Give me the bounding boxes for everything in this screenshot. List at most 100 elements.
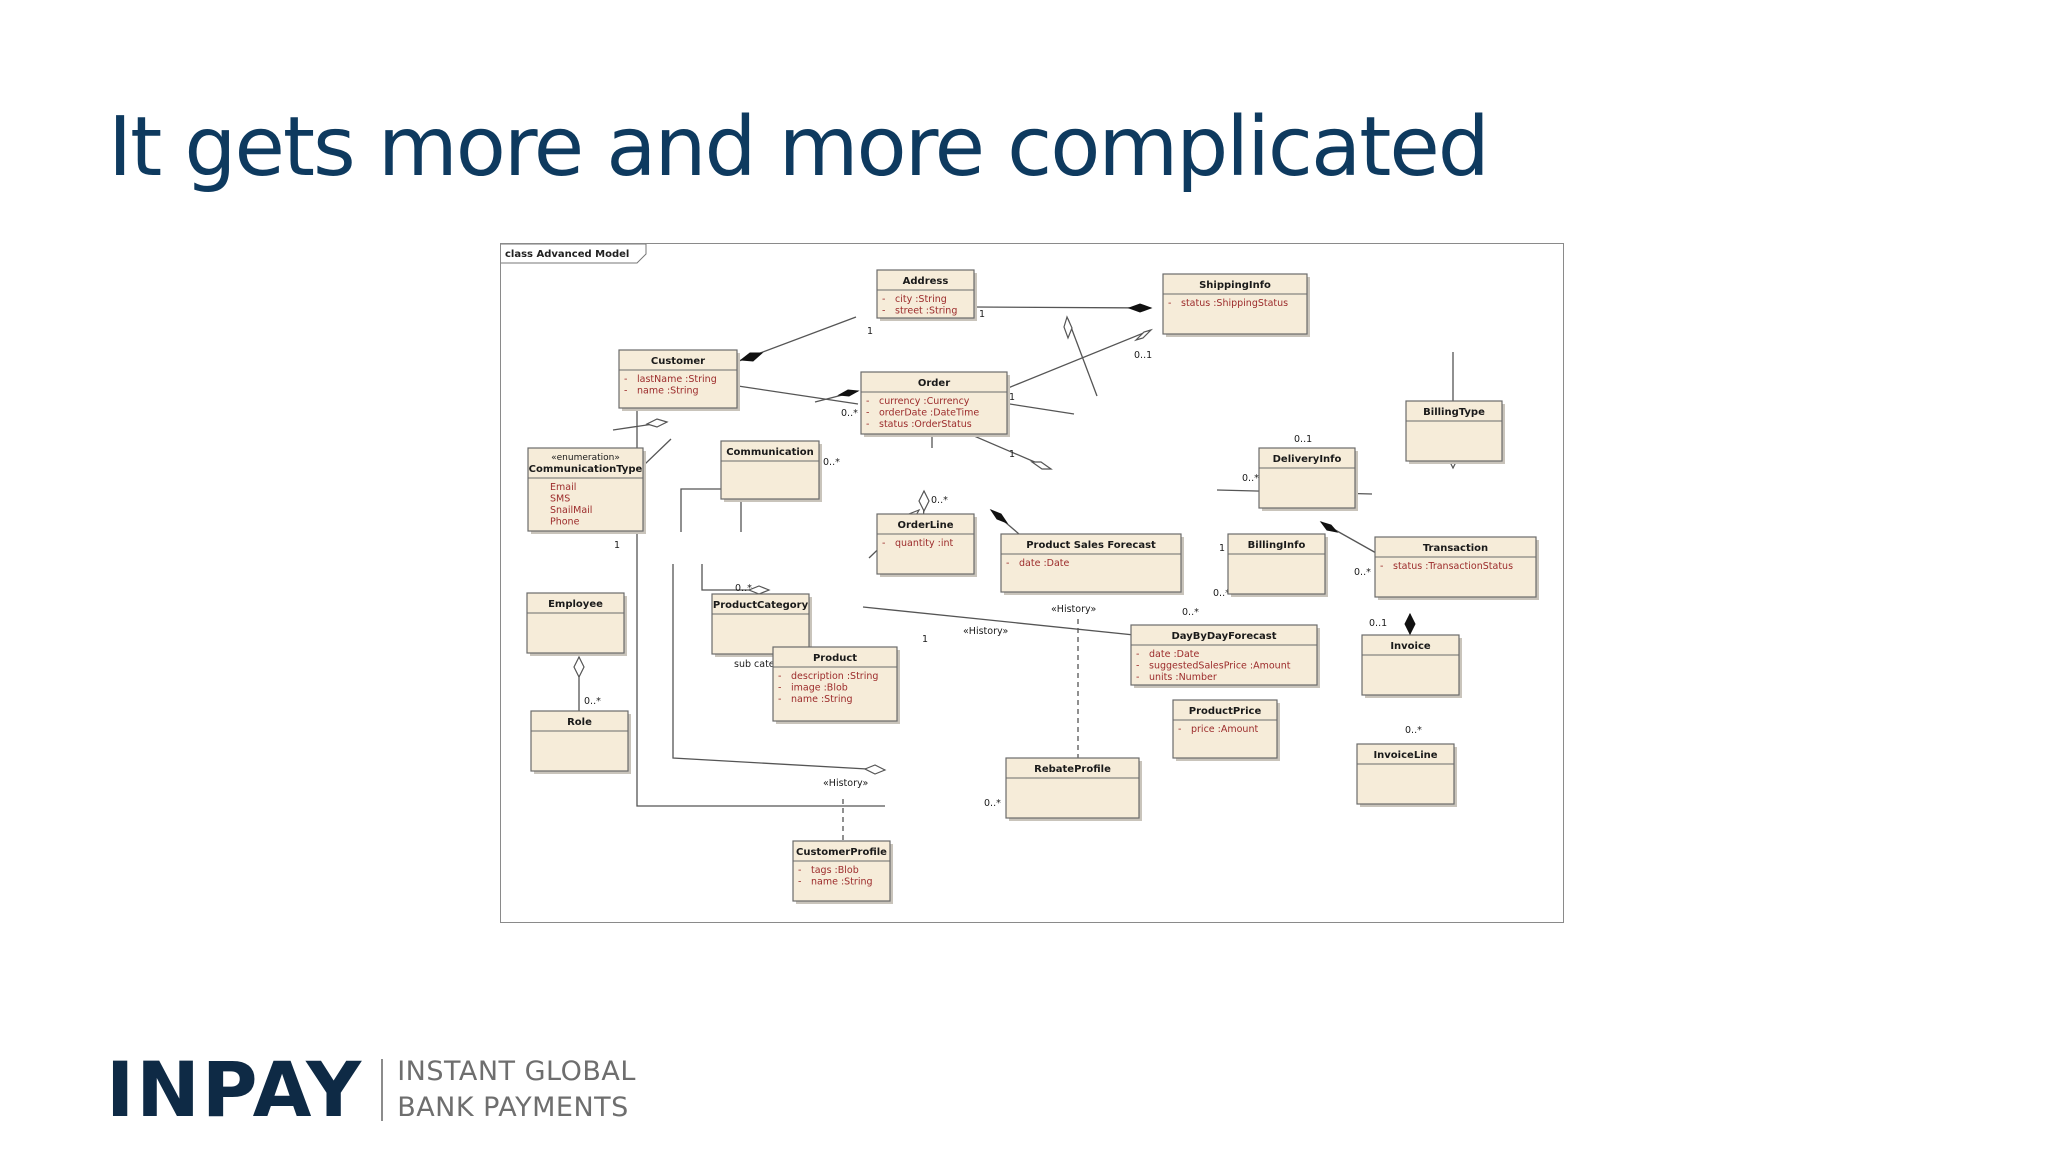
mult-label: 0..*: [1213, 588, 1230, 599]
class-attribute: status :OrderStatus: [879, 419, 972, 430]
classes-layer: Address-city :String-street :StringShipp…: [526, 269, 1539, 904]
class-billing-type: BillingType: [1405, 400, 1505, 464]
class-box: [772, 646, 898, 722]
class-name: Transaction: [1423, 543, 1488, 554]
aggregation-diamond-icon: [1133, 328, 1154, 342]
mult-label: 0..*: [984, 798, 1001, 809]
aggregation-diamond-icon: [918, 489, 930, 513]
mult-label: 0..1: [1294, 434, 1312, 445]
attribute-visibility: -: [1006, 558, 1009, 569]
class-name: Role: [567, 717, 592, 728]
mult-label: 0..1: [1134, 350, 1152, 361]
class-attribute: suggestedSalesPrice :Amount: [1149, 661, 1291, 672]
frame-label: class Advanced Model: [505, 249, 629, 260]
class-attribute: currency :Currency: [879, 396, 970, 407]
logo-tagline: INSTANT GLOBAL BANK PAYMENTS: [397, 1054, 636, 1126]
class-transaction: Transaction-status :TransactionStatus: [1374, 536, 1539, 600]
assoc-deliveryinfo-shippinginfo: [1067, 318, 1098, 397]
class-billing-info: BillingInfo: [1227, 533, 1328, 597]
assoc-address-shippinginfo: [973, 306, 1152, 309]
aggregation-diamond-icon: [573, 655, 585, 679]
mult-label: 0..*: [1182, 607, 1199, 618]
class-attribute: Email: [550, 482, 576, 493]
class-box: [527, 447, 644, 532]
class-attribute: name :String: [637, 386, 699, 397]
class-box: [1258, 447, 1356, 509]
assoc-product-productprice: [862, 606, 1174, 640]
mult-label: 1: [1219, 543, 1225, 554]
mult-label: 0..*: [735, 583, 752, 594]
mult-label: 1: [867, 326, 873, 337]
aggregation-diamond-icon: [863, 764, 887, 775]
attribute-visibility: -: [1168, 298, 1171, 309]
attribute-visibility: -: [778, 671, 781, 682]
sub-categories-label: sub categories: [734, 659, 804, 670]
class-rebate-profile: RebateProfile: [1005, 757, 1142, 821]
class-delivery-info: DeliveryInfo: [1258, 447, 1358, 511]
attribute-visibility: -: [1136, 661, 1139, 672]
class-product: Product-description :String-image :Blob-…: [772, 646, 900, 724]
class-product-price: ProductPrice-price :Amount: [1172, 699, 1280, 761]
attribute-visibility: -: [624, 386, 627, 397]
attribute-visibility: -: [1380, 561, 1383, 572]
class-box: [618, 349, 738, 409]
class-name: Employee: [548, 599, 603, 610]
history-label: «History»: [963, 626, 1008, 637]
assoc-customer-order: [737, 385, 859, 405]
class-box: [1000, 533, 1182, 593]
composition-diamond-icon: [1127, 303, 1153, 313]
class-name: CommunicationType: [529, 464, 643, 475]
class-attribute: SMS: [550, 494, 570, 505]
class-box: [1172, 699, 1278, 759]
inpay-logo: INPAY INSTANT GLOBAL BANK PAYMENTS: [106, 1050, 636, 1130]
attribute-visibility: -: [882, 538, 885, 549]
class-name: Product: [813, 653, 857, 664]
class-name: Invoice: [1390, 641, 1431, 652]
mult-label: 0..1: [1369, 618, 1387, 629]
class-name: OrderLine: [897, 520, 953, 531]
class-box: [1374, 536, 1537, 598]
mult-label: 0..*: [1354, 567, 1371, 578]
class-name: CustomerProfile: [796, 847, 887, 858]
attribute-visibility: -: [778, 694, 781, 705]
composition-diamond-icon: [989, 508, 1009, 525]
class-attribute: city :String: [895, 294, 947, 305]
logo-divider: [381, 1059, 384, 1121]
class-invoice-line: InvoiceLine: [1356, 743, 1457, 807]
history-label: «History»: [823, 778, 868, 789]
class-address: Address-city :String-street :String: [876, 269, 977, 321]
attribute-visibility: -: [866, 396, 869, 407]
logo-tagline-line2: BANK PAYMENTS: [397, 1092, 629, 1123]
class-customer-profile: CustomerProfile-tags :Blob-name :String: [792, 840, 893, 904]
frame-label-tab: [501, 244, 647, 264]
class-attribute: tags :Blob: [811, 865, 859, 876]
class-order-line: OrderLine-quantity :int: [876, 513, 977, 577]
aggregation-diamond-icon: [1063, 315, 1073, 340]
logo-wordmark: INPAY: [106, 1045, 364, 1134]
class-name: ProductCategory: [713, 600, 809, 611]
class-invoice: Invoice: [1361, 634, 1462, 698]
attribute-visibility: -: [798, 865, 801, 876]
class-name: Product Sales Forecast: [1026, 540, 1156, 551]
class-attribute: units :Number: [1149, 672, 1217, 683]
class-box: [1361, 634, 1460, 696]
class-attribute: orderDate :DateTime: [879, 408, 979, 419]
attribute-visibility: -: [1136, 672, 1139, 683]
class-customer: Customer-lastName :String-name :String: [618, 349, 740, 411]
class-order: Order-currency :Currency-orderDate :Date…: [860, 371, 1010, 437]
aggregation-diamond-icon: [747, 585, 771, 595]
class-name: InvoiceLine: [1373, 750, 1437, 761]
attribute-visibility: -: [798, 877, 801, 888]
attribute-visibility: -: [882, 294, 885, 305]
attribute-visibility: -: [1178, 724, 1181, 735]
class-name: Communication: [726, 447, 814, 458]
class-attribute: description :String: [791, 671, 878, 682]
class-attribute: SnailMail: [550, 505, 592, 516]
assoc-productcategory-self: [680, 488, 742, 532]
attribute-visibility: -: [624, 374, 627, 385]
mult-label: 0..*: [1405, 725, 1422, 736]
class-box: [530, 710, 629, 772]
class-box: [526, 592, 625, 654]
class-name: DeliveryInfo: [1273, 454, 1342, 465]
composition-diamond-icon: [1404, 612, 1416, 636]
